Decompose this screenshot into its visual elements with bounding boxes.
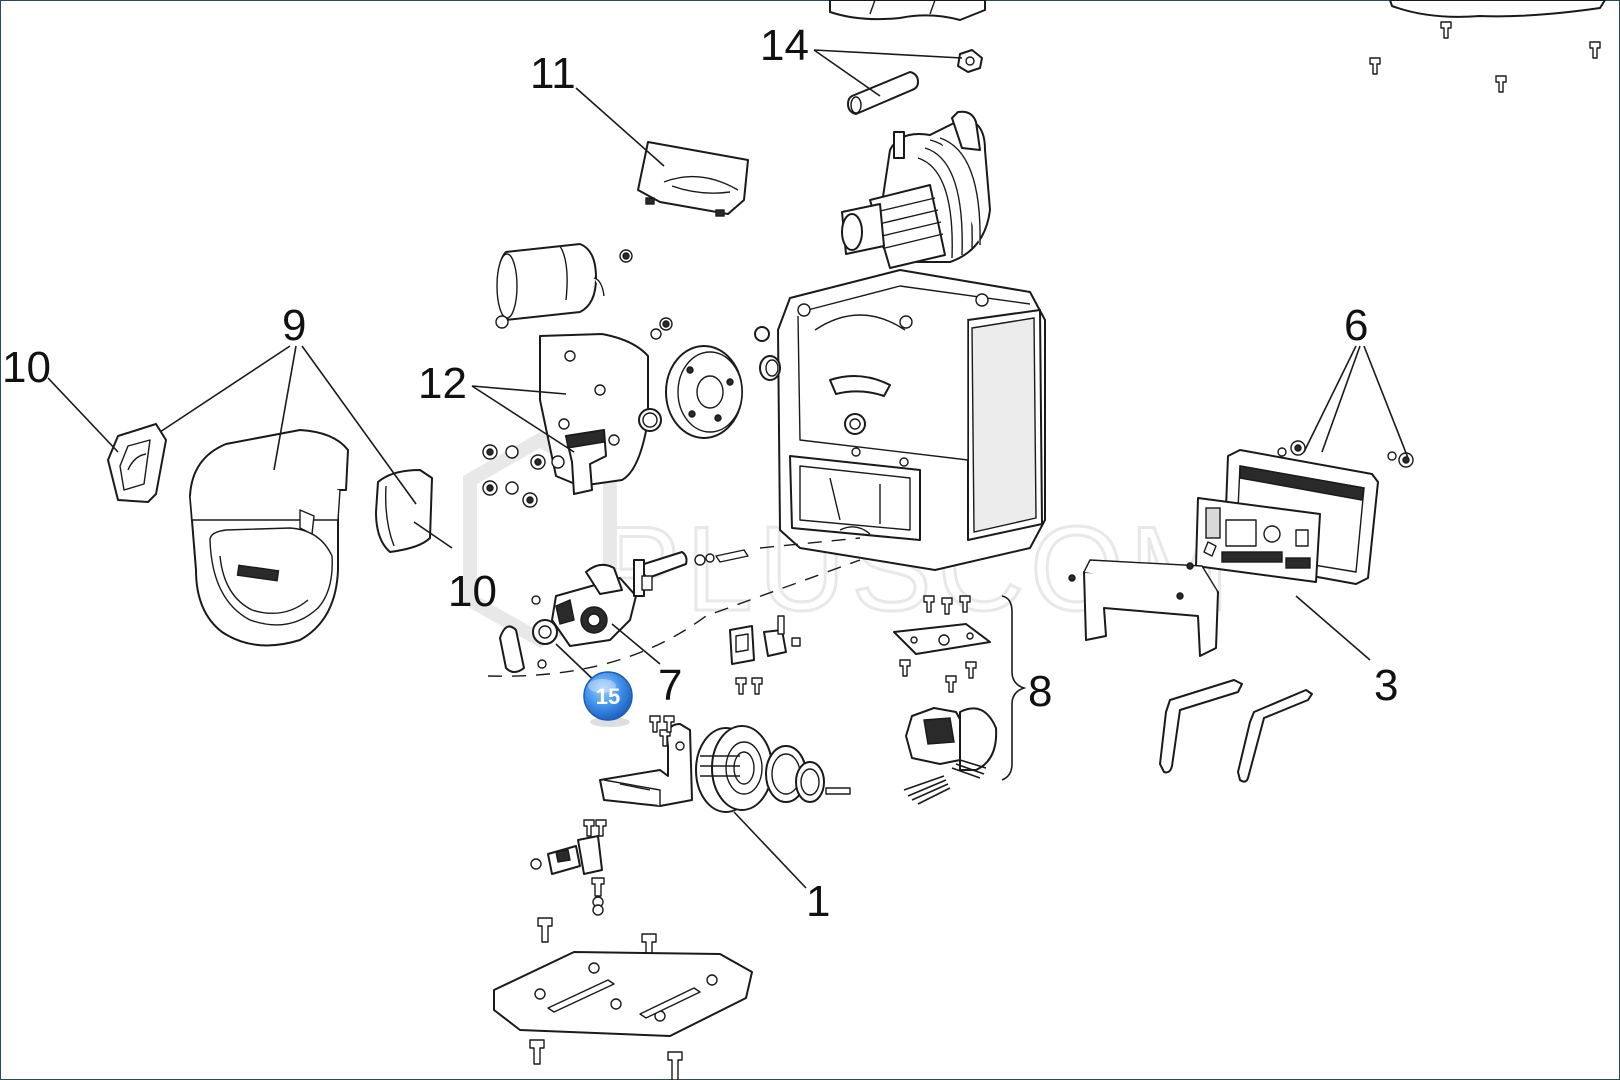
base-plate (493, 917, 753, 1080)
part-8-encoder-group (893, 595, 998, 805)
spring-clips (1159, 679, 1313, 783)
part-12-fasteners (482, 249, 673, 508)
part-8-brace (1001, 595, 1027, 781)
highlight-badge-15[interactable]: 15 (583, 671, 633, 727)
microswitch-assembly (729, 615, 801, 695)
callout-3: 3 (1374, 661, 1398, 710)
part-11-cover-plate (637, 141, 749, 217)
motor-ribs (917, 137, 981, 259)
part-12-bracket-assembly (496, 243, 662, 495)
top-cover-fragment (829, 0, 986, 21)
assembly-dashed-line-b (759, 537, 861, 549)
part-10-middle-cap (375, 469, 433, 553)
cable-cover-bracket (1068, 559, 1219, 657)
callout-7: 7 (658, 661, 682, 710)
callout-1: 1 (806, 877, 830, 926)
top-right-housing-fragment (1389, 0, 1606, 18)
callout-9: 9 (282, 301, 306, 350)
main-housing (777, 269, 1046, 571)
callout-11: 11 (530, 49, 576, 98)
part-1-gearbox (599, 715, 851, 813)
worm-shaft-threads (875, 197, 944, 249)
callout-labels: 14 11 9 10 10 12 6 7 8 3 1 (2, 21, 1398, 926)
part-9-side-cover (189, 429, 349, 647)
badge-15-label: 15 (596, 684, 620, 709)
part-7-release-mechanism (499, 563, 637, 673)
callout-6: 6 (1344, 301, 1368, 350)
callout-14: 14 (760, 21, 809, 70)
motor-worm-gear (841, 110, 991, 269)
callout-10-left: 10 (2, 343, 51, 392)
callout-8: 8 (1028, 667, 1052, 716)
hub-flange (665, 326, 781, 439)
pin-and-spring (633, 549, 749, 597)
terminal-block (530, 819, 607, 916)
part-14-pin-and-nut (847, 49, 983, 115)
part-10-left-window (107, 423, 167, 503)
loose-screws-top-right (1369, 21, 1601, 93)
part-3-circuit-board (1195, 497, 1321, 583)
assembly-dashed-line-a (487, 559, 861, 677)
callout-12: 12 (418, 359, 467, 408)
callout-10-middle: 10 (448, 567, 497, 616)
